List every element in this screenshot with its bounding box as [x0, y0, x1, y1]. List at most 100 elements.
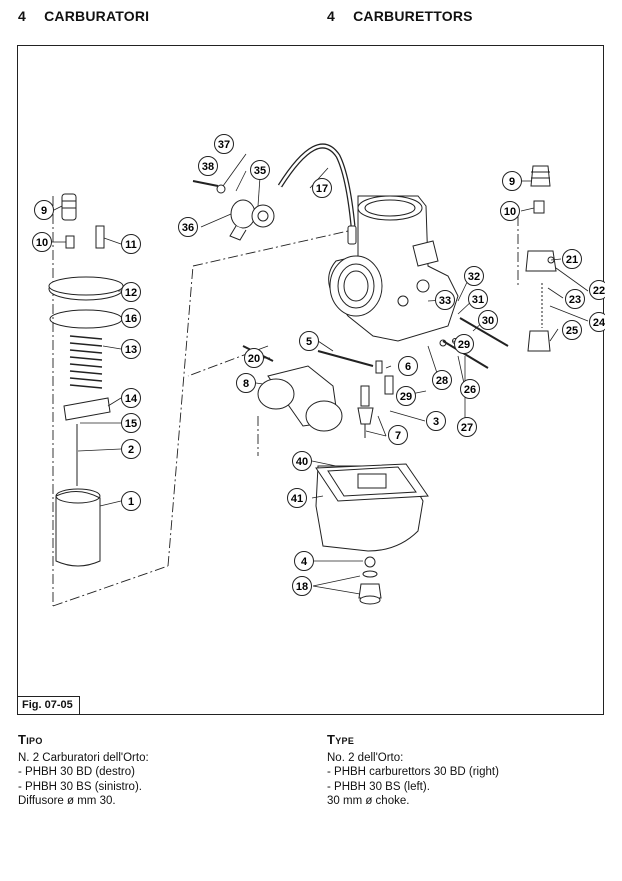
type-line: No. 2 dell'Orto: — [327, 751, 404, 764]
callout-26: 26 — [460, 379, 480, 399]
callout-14: 14 — [121, 388, 141, 408]
callout-35: 35 — [250, 160, 270, 180]
callout-number: 38 — [202, 161, 214, 173]
callout-number: 12 — [125, 287, 137, 299]
callout-2: 2 — [121, 439, 141, 459]
callout-number: 32 — [468, 271, 480, 283]
callout-number: 36 — [182, 222, 194, 234]
callout-number: 18 — [296, 581, 308, 593]
callout-21: 21 — [562, 249, 582, 269]
callout-number: 16 — [125, 313, 137, 325]
callout-number: 33 — [439, 295, 451, 307]
callout-17: 17 — [312, 178, 332, 198]
callout-number: 27 — [461, 422, 473, 434]
callout-number: 9 — [509, 176, 515, 188]
float-bowl — [315, 463, 429, 552]
callout-10: 10 — [500, 201, 520, 221]
callout-number: 17 — [316, 183, 328, 195]
callout-22: 22 — [589, 280, 605, 300]
callout-7: 7 — [388, 425, 408, 445]
callout-number: 3 — [433, 416, 439, 428]
callout-number: 22 — [593, 285, 605, 297]
callout-number: 15 — [125, 418, 137, 430]
callout-1: 1 — [121, 491, 141, 511]
callout-23: 23 — [565, 289, 585, 309]
assembly-guide-lines — [52, 196, 519, 607]
callout-number: 14 — [125, 393, 138, 405]
type-description-italian: Tipo N. 2 Carburatori dell'Orto: - PHBH … — [18, 732, 149, 809]
callout-29: 29 — [396, 386, 416, 406]
callout-13: 13 — [121, 339, 141, 359]
callout-number: 24 — [593, 317, 605, 329]
type-description-english: Type No. 2 dell'Orto: - PHBH carburettor… — [327, 732, 499, 809]
callout-number: 35 — [254, 165, 266, 177]
section-title: CARBURATORI — [44, 8, 150, 24]
callout-number: 29 — [458, 339, 470, 351]
exploded-view-figure: 9 10 11 12 16 13 14 15 2 1 37 38 35 36 1… — [17, 45, 605, 715]
section-number: 4 — [327, 8, 335, 24]
callout-9: 9 — [34, 200, 54, 220]
callout-38: 38 — [198, 156, 218, 176]
callout-8: 8 — [236, 373, 256, 393]
section-heading-italian: 4 CARBURATORI — [18, 8, 149, 24]
choke-parts — [192, 180, 275, 241]
callout-number: 21 — [566, 254, 578, 266]
callout-number: 25 — [566, 325, 578, 337]
callout-10: 10 — [32, 232, 52, 252]
callout-5: 5 — [299, 331, 319, 351]
callout-number: 28 — [436, 375, 448, 387]
callout-number: 10 — [504, 206, 516, 218]
type-line: - PHBH carburettors 30 BD (right) — [327, 766, 499, 778]
callout-27: 27 — [457, 417, 477, 437]
callout-number: 1 — [128, 496, 134, 508]
callout-33: 33 — [435, 290, 455, 310]
callout-3: 3 — [426, 411, 446, 431]
callout-4: 4 — [294, 551, 314, 571]
callout-36: 36 — [178, 217, 198, 237]
callout-41: 41 — [287, 488, 307, 508]
intake-duct — [257, 365, 343, 432]
callout-number: 40 — [296, 456, 308, 468]
callout-29: 29 — [454, 334, 474, 354]
callout-number: 10 — [36, 237, 48, 249]
callout-40: 40 — [292, 451, 312, 471]
type-line: Diffusore ø mm 30. — [18, 795, 116, 807]
callout-11: 11 — [121, 234, 141, 254]
callout-number: 11 — [125, 239, 137, 251]
section-heading-english: 4 CARBURETTORS — [327, 8, 473, 24]
callout-number: 6 — [405, 361, 411, 373]
callout-number: 30 — [482, 315, 494, 327]
callout-24: 24 — [589, 312, 605, 332]
carburettor-body — [328, 195, 459, 342]
callout-number: 29 — [400, 391, 412, 403]
callout-number: 41 — [291, 493, 303, 505]
callout-15: 15 — [121, 413, 141, 433]
callout-number: 5 — [306, 336, 312, 348]
callout-number: 9 — [41, 205, 47, 217]
callout-number: 13 — [125, 344, 137, 356]
type-line: - PHBH 30 BS (left). — [327, 780, 430, 793]
drain-screw — [358, 556, 382, 605]
callout-number: 20 — [248, 353, 260, 365]
callout-12: 12 — [121, 282, 141, 302]
callout-31: 31 — [468, 289, 488, 309]
callout-37: 37 — [214, 134, 234, 154]
type-title: Type — [327, 732, 355, 747]
slide-assembly — [48, 193, 124, 567]
callout-number: 23 — [569, 294, 581, 306]
type-line: - PHBH 30 BD (destro) — [18, 766, 135, 778]
callout-number: 7 — [395, 430, 401, 442]
callout-25: 25 — [562, 320, 582, 340]
carburettor-exploded-diagram: 9 10 11 12 16 13 14 15 2 1 37 38 35 36 1… — [32, 134, 605, 607]
callout-number: 2 — [128, 444, 134, 456]
callout-9: 9 — [502, 171, 522, 191]
cable-adjuster-parts — [439, 165, 557, 369]
callout-number: 8 — [243, 378, 249, 390]
section-title: CARBURETTORS — [353, 8, 473, 24]
callout-30: 30 — [478, 310, 498, 330]
section-number: 4 — [18, 8, 26, 24]
callout-labels: 9 10 11 12 16 13 14 15 2 1 37 38 35 36 1… — [32, 134, 605, 596]
type-title: Tipo — [18, 732, 43, 747]
figure-tag: Fig. 07-05 — [18, 696, 80, 714]
callout-16: 16 — [121, 308, 141, 328]
